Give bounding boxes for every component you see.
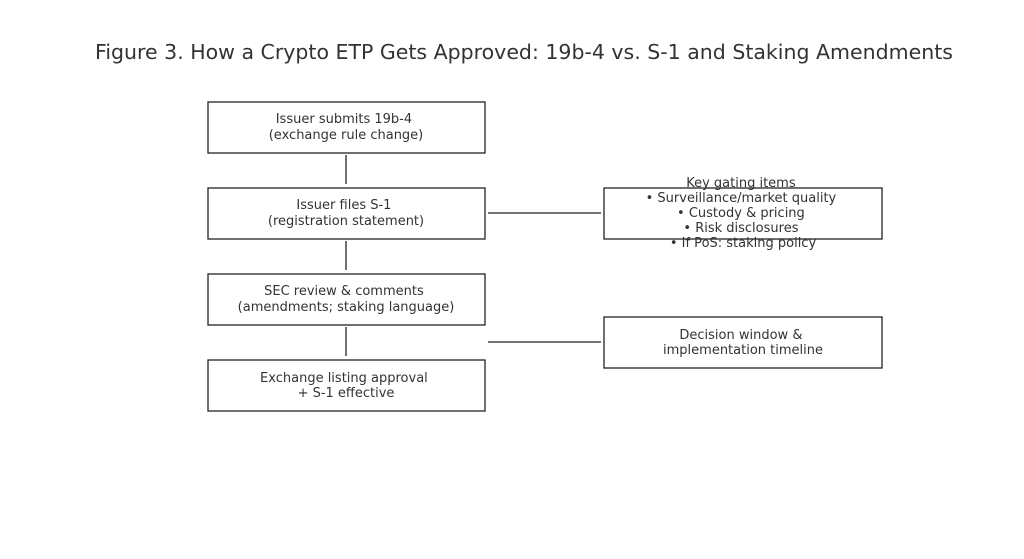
decision-line: Decision window & xyxy=(679,328,802,343)
step-line: + S-1 effective xyxy=(298,386,395,401)
svg-text:Exchange listing approval: Exchange listing approval + S-1 effectiv… xyxy=(260,371,432,401)
step-line: Exchange listing approval xyxy=(260,371,428,386)
step-box xyxy=(207,359,486,412)
side-box xyxy=(603,187,883,240)
decision-line: implementation timeline xyxy=(663,343,823,358)
svg-text:Issuer files S-1 (regist: Issuer files S-1 (registration statement… xyxy=(268,198,424,229)
side-box xyxy=(603,316,883,369)
step-submit-19b4: Issuer submits 19b-4 (exchange rule chan… xyxy=(207,101,486,154)
step-box xyxy=(207,273,486,326)
step-line: (amendments; staking language) xyxy=(238,300,455,315)
gating-heading: Key gating items xyxy=(686,176,796,191)
svg-text:SEC review & comments (a: SEC review & comments (amendments; staki… xyxy=(238,284,455,315)
step-line: (exchange rule change) xyxy=(269,128,424,143)
svg-text:Issuer submits 19b-4 (ex: Issuer submits 19b-4 (exchange rule chan… xyxy=(269,112,424,143)
gating-item: • If PoS: staking policy xyxy=(670,236,817,251)
step-sec-review: SEC review & comments (amendments; staki… xyxy=(207,273,486,326)
step-box xyxy=(207,101,486,154)
step-line: Issuer files S-1 xyxy=(296,198,391,213)
svg-text:Decision window & implem: Decision window & implementation timelin… xyxy=(663,328,823,358)
step-file-s1: Issuer files S-1 (registration statement… xyxy=(207,187,486,240)
gating-item: • Surveillance/market quality xyxy=(646,191,837,206)
step-line: (registration statement) xyxy=(268,214,424,229)
step-box xyxy=(207,187,486,240)
gating-item: • Custody & pricing xyxy=(677,206,805,221)
step-line: Issuer submits 19b-4 xyxy=(276,112,412,127)
key-gating-items-box: Key gating items • Surveillance/market q… xyxy=(603,176,883,251)
step-line: SEC review & comments xyxy=(264,284,424,299)
step-listing-approval: Exchange listing approval + S-1 effectiv… xyxy=(207,359,486,412)
figure-title: Figure 3. How a Crypto ETP Gets Approved… xyxy=(95,40,953,64)
svg-text:Key gating items • Surve: Key gating items • Surveillance/market q… xyxy=(646,176,841,251)
decision-window-box: Decision window & implementation timelin… xyxy=(603,316,883,369)
gating-item: • Risk disclosures xyxy=(683,221,798,236)
